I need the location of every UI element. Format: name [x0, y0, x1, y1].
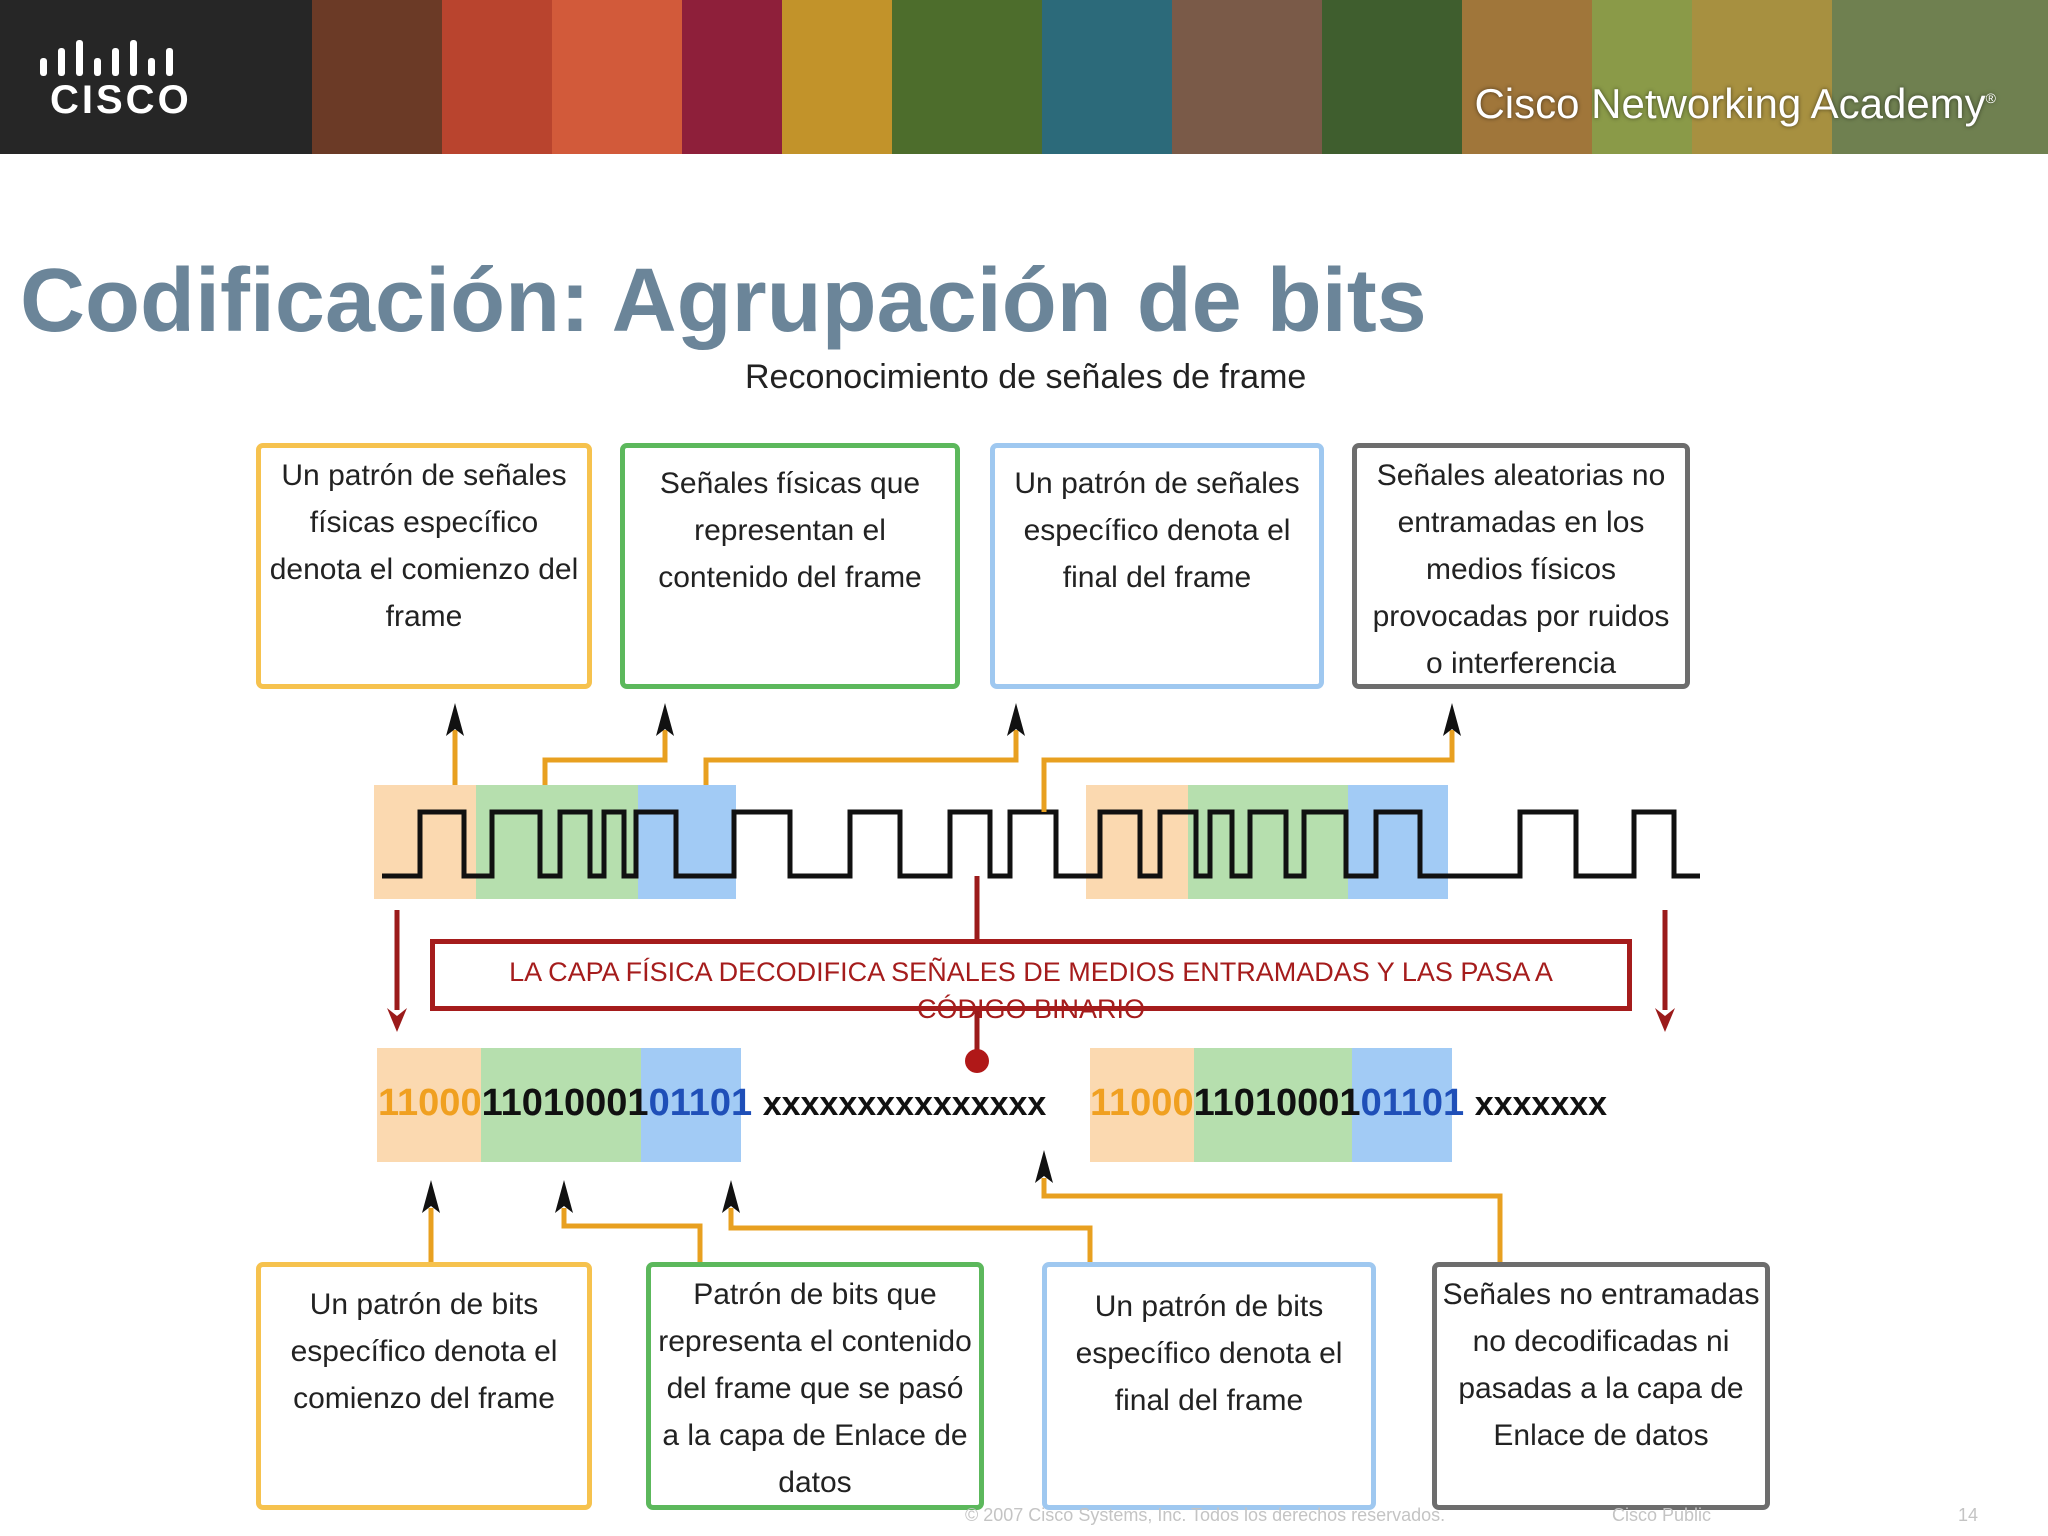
- decode-point: [965, 1049, 989, 1073]
- signal-start-region: [374, 785, 476, 899]
- signal-start-region: [1086, 785, 1188, 899]
- box-noise-bits: Señales no entramadas no decodificadas n…: [1432, 1262, 1770, 1510]
- bits-start-1: 11000: [378, 1082, 482, 1124]
- signal-end-region: [1348, 785, 1448, 899]
- up-arrow-icon: [446, 703, 1461, 736]
- bits-start-region: [1090, 1048, 1194, 1162]
- photo-strip: [312, 0, 442, 154]
- signal-content-region: [476, 785, 638, 899]
- photo-strip: [682, 0, 782, 154]
- brand-name: Cisco Networking Academy®: [1474, 80, 1996, 128]
- banner-line-2: CÓDIGO BINARIO: [916, 994, 1146, 1024]
- box-to-bits-arrows: [428, 1178, 1503, 1262]
- photo-strip: [1462, 0, 1592, 154]
- photo-strip: [892, 0, 1042, 154]
- decode-banner: LA CAPA FÍSICA DECODIFICA SEÑALES DE MED…: [430, 939, 1632, 1024]
- photo-strip: [1172, 0, 1322, 154]
- bits-end-2: 01101: [1360, 1082, 1465, 1124]
- photo-strip: [1692, 0, 1832, 154]
- photo-strip: [442, 0, 552, 154]
- bits-noise-1: xxxxxxxxxxxxxxx: [762, 1085, 1047, 1123]
- square-wave: [382, 809, 1700, 879]
- photo-strip: [1322, 0, 1462, 154]
- down-arrow-icon: [387, 1008, 407, 1032]
- photo-strip: [1592, 0, 1692, 154]
- photo-strip: [552, 0, 682, 154]
- bits-start-region: [377, 1048, 481, 1162]
- diagram-subtitle: Reconocimiento de señales de frame: [745, 358, 1307, 396]
- cisco-logo: CISCO: [0, 0, 312, 154]
- banner-line-1: LA CAPA FÍSICA DECODIFICA SEÑALES DE MED…: [509, 957, 1553, 987]
- bits-end-1: 01101: [648, 1082, 753, 1124]
- bits-noise-2: xxxxxxx: [1474, 1085, 1608, 1123]
- box-end-signal: Un patrón de señales específico denota e…: [990, 443, 1324, 689]
- bits-end-region: [1352, 1048, 1452, 1162]
- photo-strip: [1042, 0, 1172, 154]
- bits-content-region: [481, 1048, 641, 1162]
- box-start-signal: Un patrón de señales físicas específico …: [256, 443, 592, 689]
- photo-strip: [782, 0, 892, 154]
- bits-start-2: 11000: [1090, 1082, 1194, 1124]
- footer-copyright: © 2007 Cisco Systems, Inc. Todos los der…: [965, 1505, 1446, 1525]
- signal-to-box-arrows: [452, 730, 1455, 812]
- box-start-bits: Un patrón de bits específico denota el c…: [256, 1262, 592, 1510]
- box-content-bits: Patrón de bits que representa el conteni…: [646, 1262, 984, 1510]
- page-number: 14: [1958, 1505, 1979, 1525]
- header-banner: CISCO Cisco Networking Academy®: [0, 0, 2048, 154]
- bit-stream: 110001101000101101 xxxxxxxxxxxxxxx: [378, 1082, 1046, 1125]
- down-arrow-icon: [1655, 1008, 1675, 1032]
- cisco-wordmark: CISCO: [50, 78, 192, 122]
- box-end-bits: Un patrón de bits específico denota el f…: [1042, 1262, 1376, 1510]
- photo-strip: [1832, 0, 2048, 154]
- bits-end-region: [641, 1048, 741, 1162]
- page-title: Codificación: Agrupación de bits: [20, 251, 1427, 351]
- bits-content-2: 11010001: [1193, 1082, 1361, 1124]
- footer-classification: Cisco Public: [1612, 1505, 1712, 1525]
- signal-content-region: [1188, 785, 1348, 899]
- bit-stream: 110001101000101101 xxxxxxx: [1090, 1082, 1607, 1125]
- bits-content-1: 11010001: [481, 1082, 649, 1124]
- bits-content-region: [1194, 1048, 1352, 1162]
- box-noise-signal: Señales aleatorias no entramadas en los …: [1352, 443, 1690, 689]
- brand-label: Cisco Networking Academy: [1474, 80, 1986, 127]
- cisco-bars-icon: [40, 40, 173, 76]
- box-content-signal: Señales físicas que representan el conte…: [620, 443, 960, 689]
- trademark-mark: ®: [1985, 90, 1996, 106]
- up-arrow-icon: [422, 1150, 1053, 1213]
- signal-end-region: [638, 785, 736, 899]
